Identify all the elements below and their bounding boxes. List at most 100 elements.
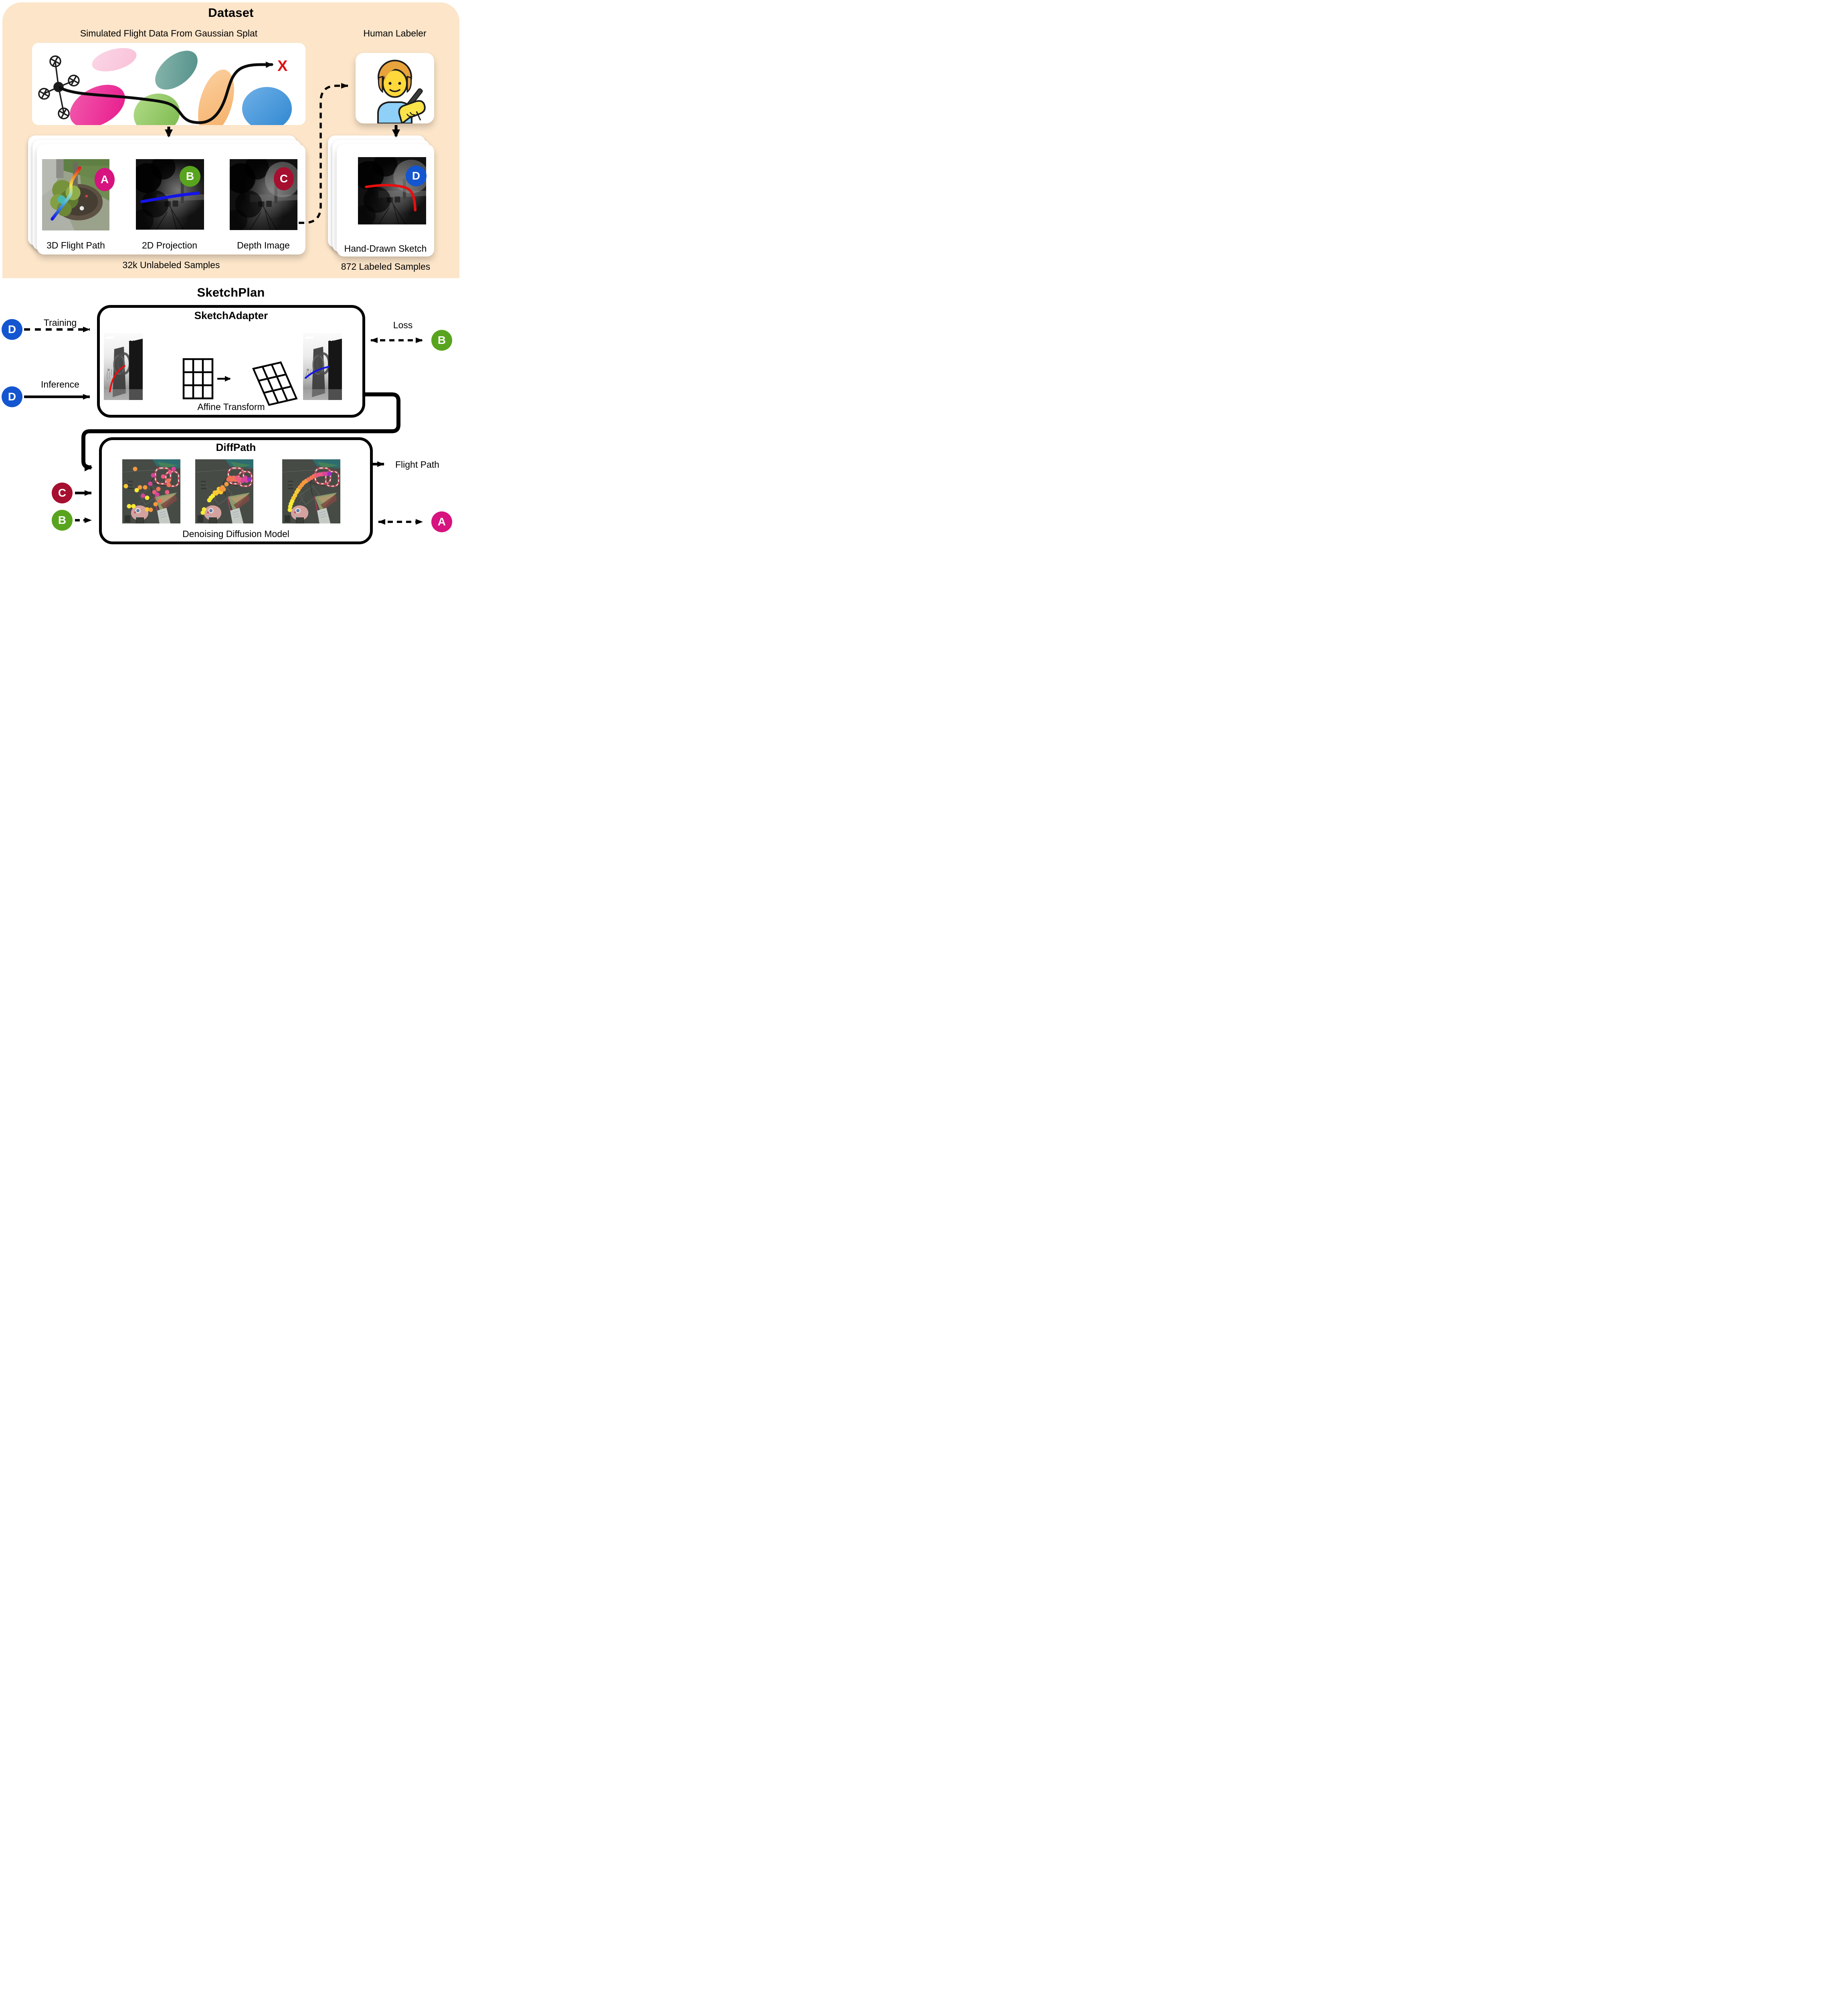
diffusion-waypoint-dot bbox=[221, 487, 226, 492]
diffusion-waypoint-dot bbox=[134, 488, 139, 493]
diffusion-waypoint-dot bbox=[235, 475, 239, 480]
badge-a: A bbox=[95, 168, 115, 191]
figure-root: { "dataset": { "title": "Dataset", "sim_… bbox=[0, 0, 462, 554]
diffusion-waypoint-dot bbox=[153, 502, 158, 507]
diffusion-waypoint-dot bbox=[319, 472, 324, 477]
diffusion-waypoint-dot bbox=[171, 467, 176, 471]
diffusion-waypoint-dot bbox=[233, 477, 238, 482]
diffusion-waypoint-dot bbox=[218, 490, 223, 495]
diffusion-waypoint-dot bbox=[301, 480, 306, 485]
adapter-output-depth-image bbox=[303, 333, 342, 400]
collision-x-marker: X bbox=[277, 58, 288, 75]
diffusion-waypoint-dot bbox=[141, 493, 146, 498]
diffusion-waypoint-dot bbox=[296, 487, 301, 492]
diffusion-waypoint-dot bbox=[151, 473, 156, 478]
diffusion-waypoint-dot bbox=[210, 493, 215, 498]
affine-transform-caption: Affine Transform bbox=[197, 402, 265, 412]
diffusion-waypoint-dot bbox=[309, 475, 313, 480]
badge-a-output: A bbox=[431, 511, 452, 532]
gaussian-splat-blue bbox=[242, 87, 292, 125]
sheared-grid-icon bbox=[252, 361, 298, 406]
diffusion-waypoint-dot bbox=[208, 495, 213, 500]
simulated-flight-path-curve bbox=[59, 61, 273, 124]
diffusion-waypoint-dot bbox=[291, 496, 296, 501]
diffusion-waypoint-dot bbox=[322, 471, 327, 476]
diffusion-waypoint-dot bbox=[127, 504, 131, 509]
diffusion-waypoint-dot bbox=[304, 479, 309, 483]
simulated-flight-label: Simulated Flight Data From Gaussian Spla… bbox=[80, 28, 258, 38]
diffusion-waypoint-dot bbox=[297, 485, 302, 490]
3d-flight-path-caption: 3D Flight Path bbox=[47, 240, 105, 250]
drone-icon bbox=[38, 55, 80, 119]
diffusion-waypoint-dot bbox=[207, 498, 212, 503]
2d-projection-caption: 2D Projection bbox=[142, 240, 198, 250]
badge-c: C bbox=[274, 167, 294, 190]
diffusion-waypoint-dot bbox=[293, 493, 297, 498]
diffusion-waypoint-dot bbox=[327, 471, 332, 476]
depth-image-caption: Depth Image bbox=[237, 240, 290, 250]
diffusion-waypoint-dot bbox=[145, 495, 150, 500]
diffusion-waypoint-dot bbox=[229, 477, 234, 482]
unlabeled-samples-card: 3D Flight Path 2D Projection Depth Image bbox=[37, 144, 305, 255]
unlabeled-samples-caption: 32k Unlabeled Samples bbox=[122, 260, 220, 270]
badge-d-inference: D bbox=[2, 386, 22, 407]
diffusion-waypoint-dot bbox=[238, 477, 243, 482]
affine-transform-grids bbox=[182, 358, 298, 406]
diffusion-waypoint-dot bbox=[143, 485, 148, 490]
diffusion-waypoint-dot bbox=[133, 467, 137, 471]
diffusion-waypoint-dot bbox=[155, 492, 160, 497]
adapter-input-depth-image bbox=[104, 333, 143, 400]
badge-c-input: C bbox=[52, 483, 73, 503]
diffusion-waypoint-dot bbox=[314, 473, 319, 478]
gaussian-splat-ellipses bbox=[32, 43, 305, 125]
diffusion-waypoint-dot bbox=[202, 507, 206, 512]
diffusion-waypoint-dot bbox=[224, 482, 229, 487]
loss-label: Loss bbox=[393, 320, 413, 330]
sketchplan-title: SketchPlan bbox=[197, 285, 265, 299]
diffusion-waypoint-dot bbox=[137, 485, 142, 490]
diffusion-waypoint-dot bbox=[289, 501, 293, 506]
denoising-diffusion-caption: Denoising Diffusion Model bbox=[182, 529, 289, 539]
flight-path-label: Flight Path bbox=[395, 459, 439, 470]
gaussian-splat-card: X bbox=[32, 43, 305, 125]
drone-flight-path-illustration: X bbox=[38, 55, 288, 124]
labeled-samples-caption: 872 Labeled Samples bbox=[341, 261, 431, 272]
diffusion-waypoint-dot bbox=[166, 483, 171, 487]
badge-b-loss: B bbox=[431, 330, 452, 351]
diffusion-waypoint-dot bbox=[148, 481, 153, 486]
diffusion-waypoint-dot bbox=[243, 475, 248, 480]
diffusion-waypoint-dot bbox=[325, 471, 330, 476]
badge-d-training: D bbox=[2, 319, 22, 340]
hand-drawn-sketch-caption: Hand-Drawn Sketch bbox=[344, 243, 427, 254]
diffusion-waypoint-dot bbox=[244, 478, 249, 483]
square-grid-icon bbox=[182, 358, 214, 400]
diffusion-step-2-image bbox=[195, 459, 253, 523]
human-labeler-label: Human Labeler bbox=[363, 28, 427, 38]
diffusion-waypoint-dot bbox=[161, 474, 165, 479]
diffusion-waypoint-dot bbox=[317, 472, 321, 477]
diffusion-waypoint-dot bbox=[152, 490, 157, 495]
badge-b: B bbox=[180, 166, 200, 187]
diffusion-waypoint-dot bbox=[216, 487, 221, 491]
diffusion-waypoint-dot bbox=[294, 490, 299, 495]
depth-image bbox=[230, 159, 297, 230]
training-label: Training bbox=[43, 317, 77, 328]
diffusion-waypoint-dot bbox=[131, 504, 136, 509]
diffusion-waypoint-dot bbox=[168, 470, 172, 475]
diffusion-waypoint-dot bbox=[241, 478, 245, 483]
diffusion-waypoint-dot bbox=[166, 478, 171, 483]
badge-b-input: B bbox=[52, 510, 73, 531]
diffusion-waypoint-dot bbox=[148, 507, 153, 512]
diffusion-step-3-image bbox=[282, 459, 340, 523]
sketchadapter-title: SketchAdapter bbox=[194, 309, 268, 321]
badge-d: D bbox=[406, 166, 427, 186]
diffusion-waypoint-dot bbox=[200, 510, 205, 515]
diffpath-title: DiffPath bbox=[216, 441, 256, 453]
diffusion-waypoint-dot bbox=[247, 477, 252, 482]
human-labeler-card bbox=[356, 53, 434, 123]
diffusion-waypoint-dot bbox=[306, 477, 311, 482]
diffusion-waypoint-dot bbox=[123, 484, 128, 489]
diffusion-waypoint-dot bbox=[288, 504, 293, 509]
person-writing-icon bbox=[356, 53, 434, 123]
diffusion-waypoint-dot bbox=[145, 507, 150, 512]
